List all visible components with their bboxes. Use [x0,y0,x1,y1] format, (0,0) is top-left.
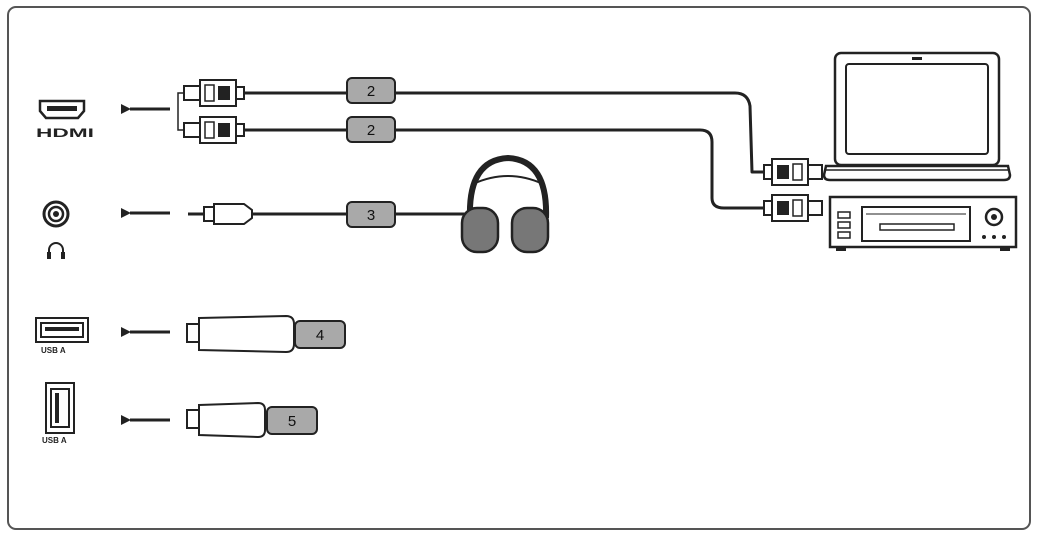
headphone-symbol-icon [47,242,65,259]
svg-text:2: 2 [367,122,375,139]
hdmi-label: HDMI [36,126,94,140]
hdmi-plug-right-player [763,194,823,222]
svg-text:5: 5 [288,413,296,430]
callout-usb-stick-2: 5 [266,406,318,435]
svg-text:3: 3 [367,207,375,224]
diagram-frame [7,6,1031,530]
svg-text:4: 4 [316,327,324,344]
callout-hdmi-player: 2 [346,116,396,143]
hdmi-port-icon [38,99,86,120]
cable-hdmi-player [244,128,764,210]
usb-stick-icon-1 [186,314,295,354]
callout-usb-stick-1: 4 [294,320,346,349]
svg-text:2: 2 [367,83,375,100]
headphones-icon [460,154,550,254]
media-player-icon [828,195,1018,251]
hdmi-plug-right-laptop [763,158,823,186]
audio-jack-icon [42,200,70,228]
callout-headphones: 3 [346,201,396,228]
laptop-icon [822,51,1012,182]
callout-hdmi-laptop: 2 [346,77,396,104]
usb-vertical-label: USB A [42,436,67,445]
hdmi-plug-left-2 [183,116,245,144]
usb-a-port-icon [35,317,89,343]
insert-arrows [121,104,170,425]
usb-a-port-vertical-icon [45,382,75,434]
usb-stick-icon-2 [186,401,266,439]
hdmi-plug-bracket [177,92,187,131]
audio-plug [188,203,253,225]
usb-horizontal-label: USB A [41,346,66,355]
cable-hdmi-laptop [244,91,764,174]
